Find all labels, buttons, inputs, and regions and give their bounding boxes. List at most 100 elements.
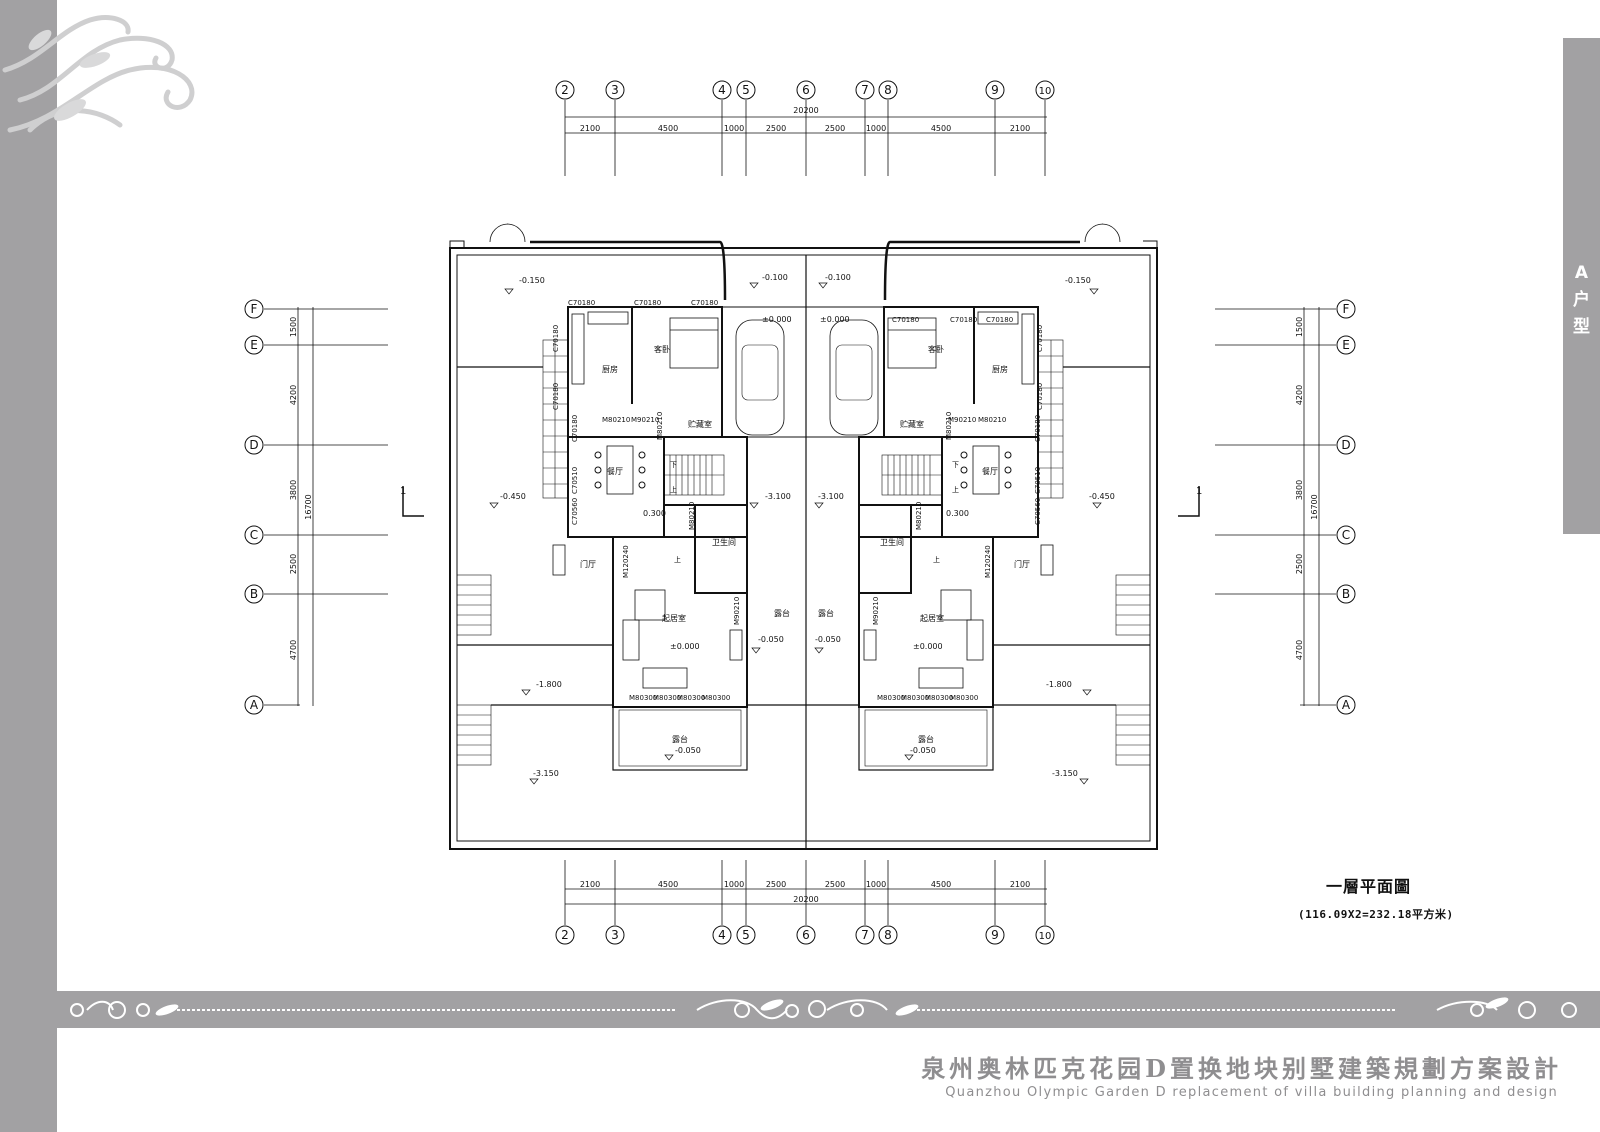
unit-type-tab: A 户 型: [1563, 38, 1600, 534]
dimension-label: 2100: [580, 880, 600, 889]
dimension-total: 16700: [1310, 494, 1319, 519]
door-code: M90210: [872, 597, 880, 625]
axis-col-label: 4: [718, 928, 726, 942]
elevation-label: -1.800: [1046, 680, 1072, 689]
door-code: M80210: [656, 412, 664, 440]
elevation-label: 0.300: [643, 509, 666, 518]
dimension-label: 2100: [1010, 880, 1030, 889]
axis-row-label: E: [1342, 338, 1350, 352]
axis-row-label: F: [1343, 302, 1350, 316]
room-label: 露台: [818, 608, 834, 618]
window-code: C70180: [986, 316, 1013, 324]
axis-col-label: 3: [611, 928, 619, 942]
elevation-label: -3.150: [1052, 769, 1078, 778]
axis-col-label: 10: [1039, 86, 1052, 97]
door-code: M80300: [925, 694, 953, 702]
axis-col-label: 7: [861, 83, 869, 97]
dimension-label: 2500: [766, 124, 786, 133]
door-code: M80300: [702, 694, 730, 702]
room-label: 贮藏室: [688, 419, 712, 429]
dimension-label: 2500: [289, 554, 298, 574]
stair-label: 下: [670, 461, 677, 469]
axis-row-label: A: [250, 698, 259, 712]
room-label: 餐厅: [607, 467, 623, 476]
elevation-label: -0.150: [519, 276, 545, 285]
dimension-label: 4500: [931, 124, 951, 133]
window-code: C70180: [1036, 325, 1044, 352]
stair-label: 下: [952, 461, 959, 469]
elevation-label: -0.050: [815, 635, 841, 644]
door-code: M80210: [978, 416, 1006, 424]
door-code: M120240: [984, 545, 992, 578]
window-code: C70180: [1034, 415, 1042, 442]
room-label: 门厅: [580, 559, 596, 569]
room-label: 客卧: [928, 344, 944, 354]
dimension-label: 2100: [1010, 124, 1030, 133]
elevation-label: -0.050: [910, 746, 936, 755]
door-code: M80300: [950, 694, 978, 702]
dimension-label: 1000: [866, 124, 886, 133]
axis-col-label: 3: [611, 83, 619, 97]
window-code: C70180: [552, 325, 560, 352]
room-label: 卫生间: [712, 537, 736, 547]
dimension-label: 4500: [658, 124, 678, 133]
unit-type-line: 型: [1573, 317, 1590, 337]
elevation-label: -1.800: [536, 680, 562, 689]
section-mark: 1: [400, 486, 406, 497]
dimension-label: 4700: [1295, 640, 1304, 660]
axis-row-label: D: [249, 438, 258, 452]
dimension-label: 1000: [866, 880, 886, 889]
unit-type-line: 户: [1573, 290, 1590, 310]
door-code: M120240: [622, 545, 630, 578]
window-code: C70510: [1034, 467, 1042, 494]
room-label: 起居室: [662, 613, 686, 623]
room-label: 厨房: [602, 364, 618, 374]
floral-ornament-icon: [0, 0, 195, 140]
door-code: M80300: [901, 694, 929, 702]
dimension-label: 2500: [1295, 554, 1304, 574]
dimension-label: 4500: [658, 880, 678, 889]
axis-row-label: F: [251, 302, 258, 316]
stair-label: 上: [933, 555, 940, 564]
project-title-cn: 泉州奥林匹克花园D置换地块别墅建築規劃方案設計: [921, 1054, 1562, 1083]
elevation-label: -3.150: [533, 769, 559, 778]
door-code: M90210: [948, 416, 976, 424]
room-label: 露台: [672, 734, 688, 744]
dimension-label: 1500: [289, 317, 298, 337]
axis-col-label: 8: [884, 83, 892, 97]
dimension-total: 20200: [793, 106, 818, 115]
dimension-label: 2100: [580, 124, 600, 133]
axis-col-label: 6: [802, 83, 810, 97]
window-code: C70180: [691, 299, 718, 307]
window-code: C70560: [1034, 498, 1042, 525]
elevation-label: -0.050: [675, 746, 701, 755]
room-label: 露台: [774, 608, 790, 618]
door-code: M80300: [877, 694, 905, 702]
door-code: M80210: [945, 412, 953, 440]
door-code: M80300: [677, 694, 705, 702]
elevation-label: -3.100: [765, 492, 791, 501]
dimension-total: 20200: [793, 895, 818, 904]
axis-row-label: B: [1342, 587, 1350, 601]
axis-col-label: 5: [742, 928, 750, 942]
elevation-label: -0.050: [758, 635, 784, 644]
room-label: 卫生间: [880, 537, 904, 547]
elevation-label: -0.150: [1065, 276, 1091, 285]
room-label: 客卧: [654, 344, 670, 354]
elevation-label: -3.100: [818, 492, 844, 501]
room-label: 起居室: [920, 613, 944, 623]
plan-area-note: (116.09X2=232.18平方米): [1298, 908, 1454, 921]
axis-col-label: 9: [991, 928, 999, 942]
plan-title: 一層平面圖: [1326, 877, 1412, 896]
door-code: M80210: [602, 416, 630, 424]
dimension-label: 2500: [766, 880, 786, 889]
axis-col-label: 6: [802, 928, 810, 942]
unit-type-label: A 户 型: [1563, 260, 1600, 341]
axis-col-label: 9: [991, 83, 999, 97]
window-code: C70180: [634, 299, 661, 307]
window-code: C70180: [568, 299, 595, 307]
left-decorative-strip: [0, 0, 57, 1132]
stair-label: 上: [670, 485, 677, 494]
door-code: M80300: [653, 694, 681, 702]
